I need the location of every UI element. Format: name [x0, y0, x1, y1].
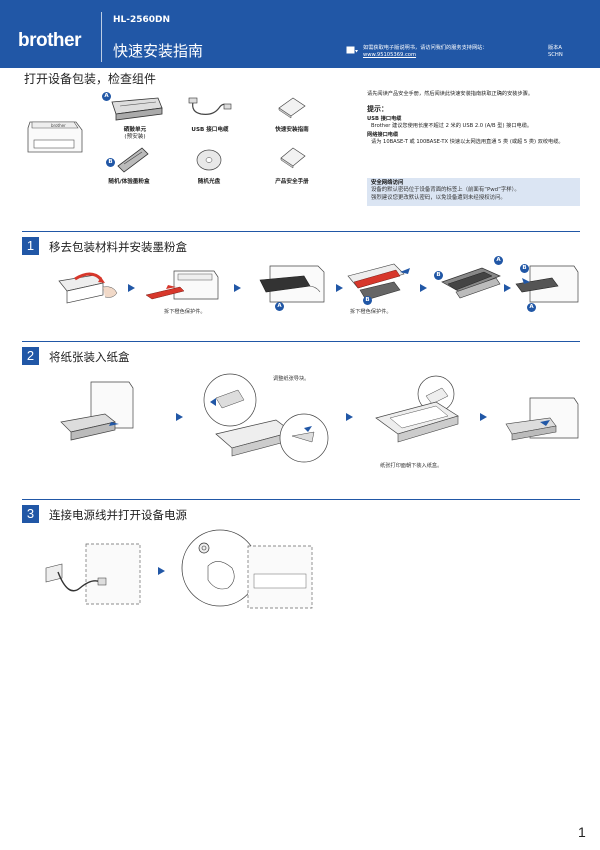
- step1-badge-b2: B: [434, 271, 443, 280]
- step3-power-button-illustration: [181, 529, 313, 609]
- step2-caption-1: 调整纸张导块。: [273, 376, 310, 382]
- step1-badge-a2: A: [494, 256, 503, 265]
- step1-badge-b1: B: [363, 296, 372, 305]
- tip-network-heading: 网络接口电缆: [367, 132, 399, 138]
- step1-badge-a1: A: [275, 302, 284, 311]
- step1-arrow-1: [128, 284, 135, 292]
- book-download-icon: [346, 46, 358, 54]
- step1-arrow-4: [420, 284, 427, 292]
- toner-cartridge-illustration: [117, 147, 149, 173]
- step3-rule: [22, 499, 580, 500]
- step2-number: 2: [22, 347, 39, 365]
- step1-install-toner-illustration: [441, 267, 501, 299]
- page-number: 1: [578, 824, 586, 840]
- printer-illustration: brother: [27, 121, 83, 153]
- svg-text:brother: brother: [51, 123, 66, 128]
- step2-insert-tray-illustration: [505, 397, 579, 441]
- brand-logo: brother: [18, 30, 82, 51]
- step1-caption-1: 拆下橙色保护件。: [164, 309, 206, 315]
- tip-network-body: 请为 10BASE-T 或 100BASE-TX 快速以太网选用直通 5 类 (…: [371, 139, 564, 145]
- badge-a: A: [102, 92, 111, 101]
- step1-badge-b3: B: [520, 264, 529, 273]
- component-safety-label: 产品安全手册: [275, 179, 309, 185]
- usb-cable-illustration: [188, 97, 232, 115]
- step2-arrow-2: [346, 413, 353, 421]
- security-notice-line2: 强烈建议您更改默认密码，以免设备遭到未经授权访问。: [371, 194, 506, 201]
- step2-caption-2: 纸张打印面朝下装入纸盒。: [380, 463, 443, 469]
- component-drum-label: 硒鼓单元 (预安装): [100, 127, 170, 141]
- step1-badge-a3: A: [527, 303, 536, 312]
- step1-remove-protector-illustration: [145, 270, 219, 300]
- security-notice-line1: 设备的默认密码位于设备背面的标签上（前面有“Pwd”字样）。: [371, 187, 520, 193]
- tip-usb-body: Brother 建议您使用长度不超过 2 米的 USB 2.0 (A/B 型) …: [371, 123, 533, 129]
- tip-usb-heading: USB 接口电缆: [367, 116, 402, 122]
- step1-rule: [22, 231, 580, 232]
- component-drum-note: (预安装): [124, 134, 146, 140]
- step2-load-paper-illustration: [375, 375, 459, 443]
- page-title: 快速安装指南: [113, 42, 204, 60]
- component-usb-label: USB 接口电缆: [191, 127, 229, 133]
- support-note: 如需获取电子版说明书，请访问我们的服务支持网站： www.95105369.co…: [363, 45, 488, 59]
- step2-pull-tray-illustration: [60, 381, 134, 441]
- step3-arrow-1: [158, 567, 165, 575]
- step1-title: 移去包装材料并安装墨粉盒: [49, 240, 187, 254]
- header-banner: brother HL-2560DN 快速安装指南 如需获取电子版说明书，请访问我…: [0, 0, 600, 68]
- step3-number: 3: [22, 505, 39, 523]
- step3-power-cable-illustration: [45, 543, 141, 605]
- version-label: 版本A: [548, 45, 562, 51]
- cd-illustration: [196, 149, 222, 171]
- step1-number: 1: [22, 237, 39, 255]
- step2-arrow-1: [176, 413, 183, 421]
- security-notice: 安全网络访问 设备的默认密码位于设备背面的标签上（前面有“Pwd”字样）。 强烈…: [367, 178, 580, 206]
- safety-guide-illustration: [280, 147, 306, 169]
- quick-guide-illustration: [278, 97, 306, 119]
- header-divider: [101, 12, 102, 62]
- support-url-link[interactable]: www.95105369.com: [363, 52, 417, 58]
- version-code: SCHN: [548, 52, 563, 58]
- step1-arrow-5: [504, 284, 511, 292]
- component-cd-label: 随机光盘: [197, 179, 221, 185]
- step2-rule: [22, 341, 580, 342]
- step2-title: 将纸张装入纸盒: [49, 350, 130, 364]
- security-notice-title: 安全网络访问: [371, 180, 404, 186]
- step1-caption-2: 拆下橙色保护件。: [350, 309, 392, 315]
- step2-arrow-3: [480, 413, 487, 421]
- unpack-title: 打开设备包装，检查组件: [24, 72, 157, 86]
- component-guide-label: 快速安装指南: [275, 127, 309, 133]
- step1-insert-drum-illustration: [515, 265, 579, 303]
- step2-adjust-guides-illustration: [203, 373, 329, 463]
- step1-open-box-illustration: [58, 272, 118, 304]
- step3-title: 连接电源线并打开设备电源: [49, 508, 187, 522]
- step1-arrow-2: [234, 284, 241, 292]
- drum-unit-illustration: [111, 97, 163, 121]
- component-toner-label: 随机/体验墨粉盒: [108, 179, 150, 185]
- model-name: HL-2560DN: [113, 15, 171, 25]
- badge-b: B: [106, 158, 115, 167]
- step1-toner-unpack-illustration: [347, 263, 410, 301]
- intro-text: 请先阅读产品安全手册，然后阅读此快速安装指南获取正确的安装步骤。: [367, 91, 534, 97]
- step1-open-cover-illustration: [259, 265, 325, 303]
- component-drum-name: 硒鼓单元: [123, 127, 147, 133]
- tips-heading: 提示：: [367, 105, 388, 113]
- step1-arrow-3: [336, 284, 343, 292]
- version-info: 版本A SCHN: [548, 45, 563, 59]
- support-note-text: 如需获取电子版说明书，请访问我们的服务支持网站：: [363, 45, 488, 51]
